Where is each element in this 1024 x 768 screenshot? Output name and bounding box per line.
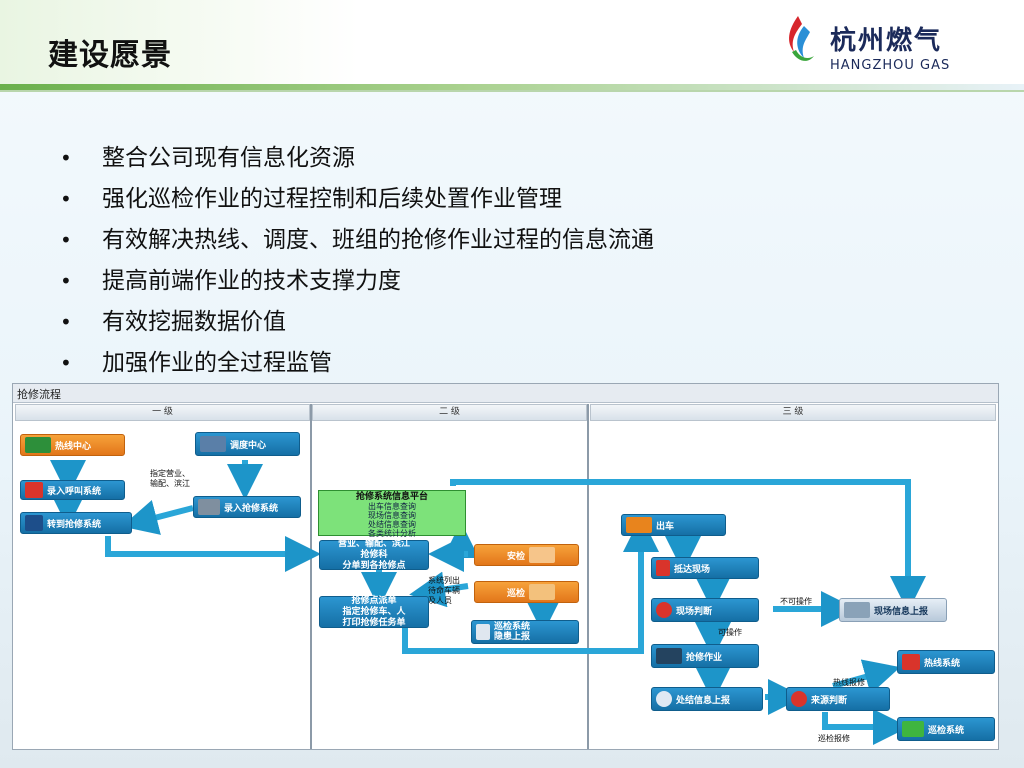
location-icon [656,560,670,576]
inspector-icon [529,584,556,600]
node-label: 录入呼叫系统 [47,486,102,497]
node-label: 处结信息上报 [676,695,731,706]
node-label: 出车 [656,521,675,532]
repair-flow-diagram: 抢修流程 一 级 二 级 三 级 [12,383,999,750]
safety-check-node: 安检 [474,544,579,566]
vision-item: 提高前端作业的技术支撑力度 [60,263,654,304]
question-icon [656,602,672,618]
record-icon [25,482,43,498]
node-label: 巡检 [507,588,526,599]
cannot-operate-label: 不可操作 [780,597,812,606]
header-stripe-line [0,90,1024,92]
patrol-report-node: 巡检系统 隐患上报 [471,620,579,644]
header-stripe [0,84,1024,90]
platform-line: 处结信息查询 [368,520,416,529]
lane-header-2: 二 级 [312,404,587,421]
operator-icon [844,602,870,618]
node-label: 抵达现场 [674,564,711,575]
lane-divider [587,404,589,749]
dispatch-center-node: 调度中心 [195,432,300,456]
vision-item: 有效解决热线、调度、班组的抢修作业过程的信息流通 [60,222,654,263]
flame-logo-icon [789,16,814,61]
patrol-check-node: 巡检 [474,581,579,603]
operator-icon [200,436,226,452]
truck-icon [626,517,652,533]
flow-arrows [50,460,926,745]
repair-platform-node: 抢修系统信息平台 出车信息查询 现场信息查询 处结信息查询 各类统计分析 [318,490,466,538]
operator-icon [198,499,220,515]
lane-divider [310,404,312,749]
tools-icon [25,515,43,531]
monitor-icon [902,721,924,737]
platform-line: 现场信息查询 [368,511,416,520]
assign-note: 指定营业、 输配、滨江 [150,469,190,488]
platform-title: 抢修系统信息平台 [355,492,428,502]
logo-chinese: 杭州燃气 [830,26,943,56]
node-label: 安检 [507,551,526,562]
node-label: 热线系统 [924,658,961,669]
source-judge-node: 来源判断 [786,687,890,711]
vision-list: 整合公司现有信息化资源 强化巡检作业的过程控制和后续处置作业管理 有效解决热线、… [60,140,654,386]
flow-title: 抢修流程 [17,388,61,401]
phone-icon [25,437,51,453]
standby-note: 系统列出 待命车辆 及人员 [428,576,460,605]
inspector-icon [529,547,556,563]
node-label: 巡检系统 隐患上报 [494,622,531,642]
phone-icon [902,654,920,670]
vision-item: 整合公司现有信息化资源 [60,140,654,181]
site-judge-node: 现场判断 [651,598,759,622]
node-label: 录入抢修系统 [224,503,279,514]
patrol-system-node: 巡检系统 [897,717,995,741]
hotline-center-node: 热线中心 [20,434,125,456]
flow-title-bar: 抢修流程 [13,384,998,403]
node-label: 转到抢修系统 [47,519,102,530]
page-title: 建设愿景 [48,38,172,73]
node-label: 热线中心 [55,441,92,452]
dispatch-point-node: 营业、输配、滨江 抢修科 分单到各抢修点 [319,539,429,571]
platform-line: 各类统计分析 [368,529,416,538]
node-label: 现场判断 [676,606,713,617]
dispatch-car-node: 出车 [621,514,726,536]
repair-entry-node: 录入抢修系统 [193,496,301,518]
node-label: 来源判断 [811,695,848,706]
node-label: 调度中心 [230,440,267,451]
lane-header-1: 一 级 [15,404,310,421]
node-label: 巡检系统 [928,725,965,736]
device-icon [476,624,490,640]
transfer-node: 转到抢修系统 [20,512,132,534]
node-label: 抢修作业 [686,652,723,663]
patrol-repair-label: 巡检报修 [818,734,850,743]
vision-item: 有效挖掘数据价值 [60,304,654,345]
vision-item: 强化巡检作业的过程控制和后续处置作业管理 [60,181,654,222]
hotline-system-node: 热线系统 [897,650,995,674]
can-operate-label: 可操作 [718,628,742,637]
site-report-node: 现场信息上报 [839,598,947,622]
logo-english: HANGZHOU GAS [830,58,951,73]
disc-icon [656,691,672,707]
call-system-node: 录入呼叫系统 [20,480,125,500]
question-icon [791,691,807,707]
close-report-node: 处结信息上报 [651,687,763,711]
platform-line: 出车信息查询 [368,502,416,511]
node-label: 现场信息上报 [874,606,929,617]
vision-item: 加强作业的全过程监管 [60,345,654,386]
lane-header-3: 三 级 [590,404,996,421]
workers-icon [656,648,682,664]
arrive-site-node: 抵达现场 [651,557,759,579]
hotline-repair-label: 热线报修 [833,678,865,687]
repair-work-node: 抢修作业 [651,644,759,668]
header-bar [0,0,1024,88]
repair-point-node: 抢修点派单 指定抢修车、人 打印抢修任务单 [319,596,429,628]
